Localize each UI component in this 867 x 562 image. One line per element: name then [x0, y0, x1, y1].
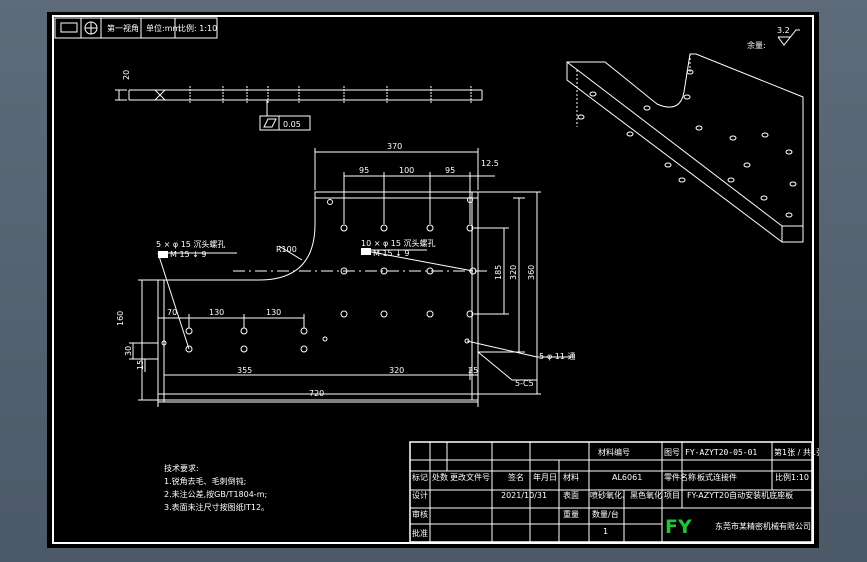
tb-label-changefile: 更改文件号 [450, 472, 490, 482]
tb-weight-label: 重量 [563, 509, 579, 519]
tb-surface-label: 表面 [563, 490, 579, 500]
tb-surface: 喷砂氧化、黑色氧化 [590, 490, 662, 500]
tb-material-kind-label: 材料 [563, 472, 579, 482]
tb-part-name-label: 零件名称 [664, 472, 696, 482]
drawing-border [52, 15, 814, 544]
top-thickness-view [115, 86, 483, 104]
tb-scale: 比例1:10 [775, 472, 809, 482]
dim-95b: 95 [445, 166, 455, 175]
tb-sheet: 第1张 / 共1张 [774, 447, 819, 457]
tb-label-count: 处数 [432, 472, 448, 482]
mounting-holes [161, 197, 477, 353]
hole-note-right: 5-φ 11 通 [539, 351, 576, 361]
plate-front-view [157, 191, 479, 401]
tb-label-design: 设计 [412, 490, 428, 500]
dim-130b: 130 [266, 308, 281, 317]
tech-note-1: 1.锐角去毛、毛刺倒钝; [164, 476, 246, 486]
tb-label-review: 审核 [412, 509, 428, 519]
dim-320-v: 320 [509, 265, 518, 280]
tb-part-name: 板式连接件 [697, 472, 737, 482]
brand-logo: FY [665, 516, 692, 538]
hole-note-mid-sub: M 15 ↓ 9 [373, 249, 410, 258]
isometric-view [566, 53, 804, 243]
roughness-value: 3.2 [777, 26, 790, 35]
dim-25: 25 [468, 366, 478, 375]
tb-drawing-no: FY-AZYT20-05-01 [685, 448, 757, 457]
header-box [54, 17, 218, 39]
projection-symbol-icon [60, 22, 78, 33]
tb-project-label: 项目 [664, 491, 680, 500]
dim-355: 355 [237, 366, 252, 375]
flatness-icon [263, 118, 277, 128]
tech-notes-title: 技术要求: [164, 463, 199, 473]
tb-label-signature: 签名 [508, 472, 524, 482]
hole-note-left-sub: M 15 ↓ 9 [170, 250, 207, 259]
tb-date: 2021/10/31 [501, 491, 547, 500]
hole-note-left: 5 × φ 15 沉头螺孔 [156, 239, 225, 249]
dim-720: 720 [309, 389, 324, 398]
dim-100: 100 [399, 166, 414, 175]
scale-label: 比例: 1:10 [178, 23, 217, 33]
dim-overall-top: 370 [387, 142, 402, 151]
dim-thickness: 20 [122, 70, 131, 80]
tb-label-approve: 批准 [412, 528, 428, 538]
dim-360: 360 [527, 265, 536, 280]
tb-project: FY-AZYT20自动安装机底座板 [687, 490, 793, 500]
roughness-symbol-icon [777, 29, 800, 46]
dim-12-5: 12.5 [481, 159, 499, 168]
dim-95a: 95 [359, 166, 369, 175]
tb-qty-label: 数量/台 [592, 509, 619, 519]
dim-30: 30 [124, 346, 133, 356]
cad-drawing: 第一视角 单位:mm 比例: 1:10 20 0.05 [52, 15, 819, 544]
hole-markers [158, 248, 371, 258]
tech-note-2: 2.未注公差,按GB/T1804-m; [164, 489, 267, 499]
dim-130a: 130 [209, 308, 224, 317]
unit-label: 单位:mm [146, 23, 180, 33]
tb-label-mark: 标记 [412, 472, 428, 482]
roughness-label: 余量: [747, 40, 766, 50]
tb-material: AL6061 [612, 473, 642, 482]
hole-note-mid: 10 × φ 15 沉头螺孔 [361, 238, 436, 248]
view-label: 第一视角 [107, 23, 139, 33]
chamfer-note: 5-C5 [515, 379, 534, 388]
cad-drawing-viewport[interactable]: 第一视角 单位:mm 比例: 1:10 20 0.05 [47, 12, 819, 548]
title-block [409, 441, 813, 543]
tb-drawing-no-label: 图号 [664, 448, 680, 457]
tb-label-date: 年月日 [533, 472, 557, 482]
tech-note-3: 3.表面未注尺寸按图纸IT12。 [164, 502, 269, 512]
tb-company: 东莞市某精密机械有限公司 [715, 521, 811, 531]
dim-160: 160 [116, 311, 125, 326]
dimension-lines [129, 148, 575, 407]
flatness-frame [259, 100, 311, 131]
tb-material-head: 材料编号 [598, 447, 630, 457]
dim-15: 15 [136, 360, 145, 370]
dim-320-h: 320 [389, 366, 404, 375]
flatness-value: 0.05 [283, 120, 301, 129]
tb-qty: 1 [603, 527, 608, 536]
dim-70: 70 [167, 308, 177, 317]
dim-radius: R100 [276, 245, 297, 254]
dim-185: 185 [494, 265, 503, 280]
isometric-holes [577, 69, 797, 218]
